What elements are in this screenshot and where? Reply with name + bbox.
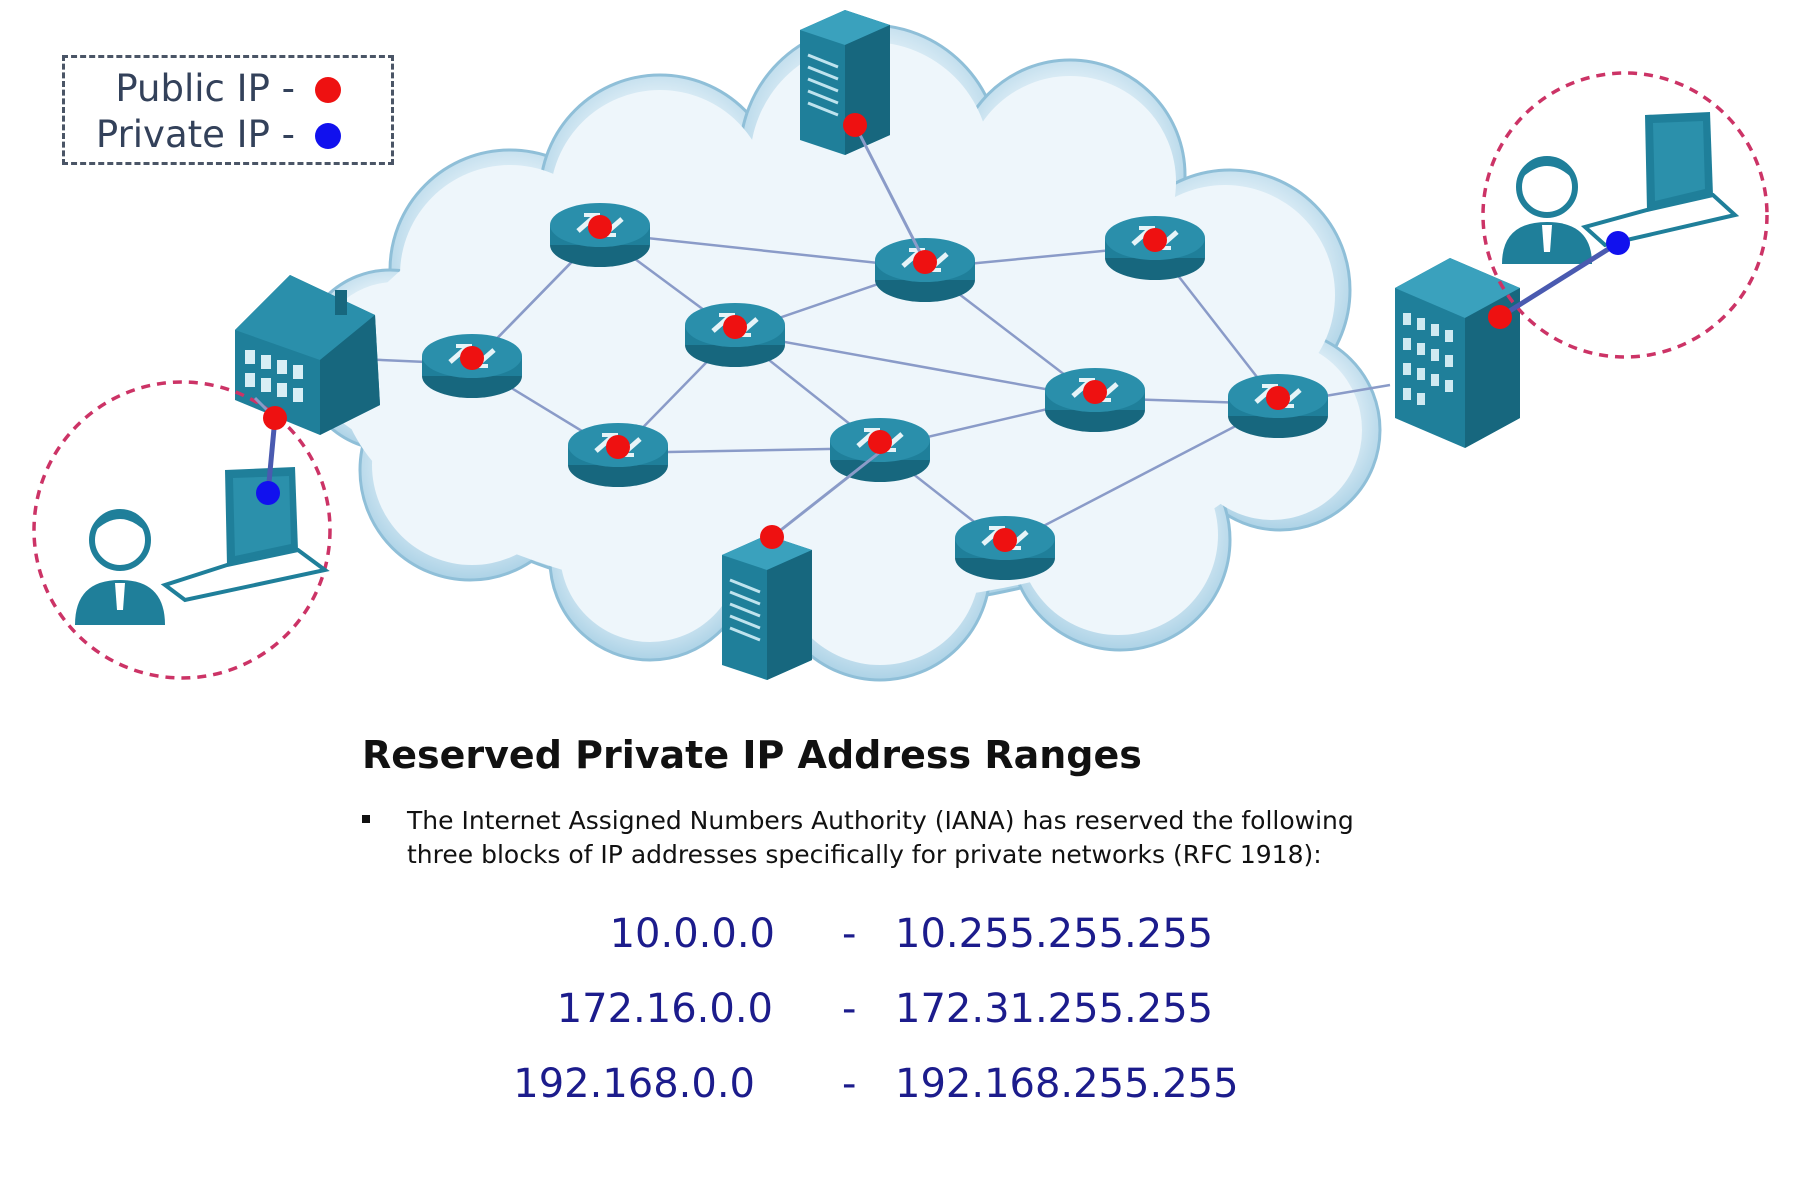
range-end: 192.168.255.255	[895, 1061, 1239, 1107]
range-start: 172.16.0.0	[556, 986, 773, 1032]
public-ip-dot	[868, 430, 892, 454]
section-paragraph: The Internet Assigned Numbers Authority …	[407, 804, 1547, 872]
public-ip-dot	[913, 250, 937, 274]
range-start: 192.168.0.0	[513, 1061, 755, 1107]
user-icon	[1502, 156, 1592, 264]
laptop-icon	[160, 467, 330, 603]
public-ip-dot	[1266, 386, 1290, 410]
private-ip-dot	[1606, 231, 1630, 255]
public-ip-dot	[606, 435, 630, 459]
laptop-icon	[1580, 112, 1740, 248]
router-icon	[422, 334, 522, 398]
server-icon	[722, 535, 812, 680]
public-ip-dot	[460, 346, 484, 370]
bullet-icon	[362, 815, 370, 823]
blue-dot-icon	[315, 123, 341, 149]
legend-public-label: Public IP -	[115, 67, 295, 110]
public-ip-dot	[1083, 380, 1107, 404]
range-end: 172.31.255.255	[895, 986, 1214, 1032]
range-separator: -	[842, 911, 857, 957]
public-ip-dot	[760, 525, 784, 549]
house-icon	[235, 275, 380, 435]
public-ip-dot	[1143, 228, 1167, 252]
public-ip-dot	[993, 528, 1017, 552]
public-ip-dot	[588, 215, 612, 239]
legend-public: Public IP -	[65, 67, 365, 111]
ip-dots	[256, 113, 1630, 552]
network-link	[734, 331, 1096, 400]
paragraph-line: The Internet Assigned Numbers Authority …	[407, 806, 1354, 835]
private-ip-dot	[256, 481, 280, 505]
network-link	[1004, 402, 1279, 548]
user-icon	[75, 509, 165, 625]
public-ip-dot	[1488, 305, 1512, 329]
client-zone-circle	[1481, 71, 1769, 359]
public-ip-dot	[723, 315, 747, 339]
legend-private-label: Private IP -	[95, 113, 295, 156]
legend: Public IP - Private IP -	[62, 55, 394, 165]
legend-private: Private IP -	[65, 113, 365, 157]
paragraph-line: three blocks of IP addresses specificall…	[407, 840, 1322, 869]
range-start: 10.0.0.0	[609, 911, 775, 957]
range-separator: -	[842, 1061, 857, 1107]
section-title: Reserved Private IP Address Ranges	[362, 733, 1142, 777]
office-building-icon	[1395, 258, 1520, 448]
router-icon	[955, 516, 1055, 580]
red-dot-icon	[315, 77, 341, 103]
public-ip-dot	[843, 113, 867, 137]
network-diagram	[32, 10, 1769, 682]
public-ip-dot	[263, 406, 287, 430]
client-zone-circle	[32, 380, 332, 680]
range-separator: -	[842, 986, 857, 1032]
range-end: 10.255.255.255	[895, 911, 1214, 957]
network-link	[599, 231, 926, 270]
router-icon	[568, 423, 668, 487]
server-icon	[800, 10, 890, 155]
